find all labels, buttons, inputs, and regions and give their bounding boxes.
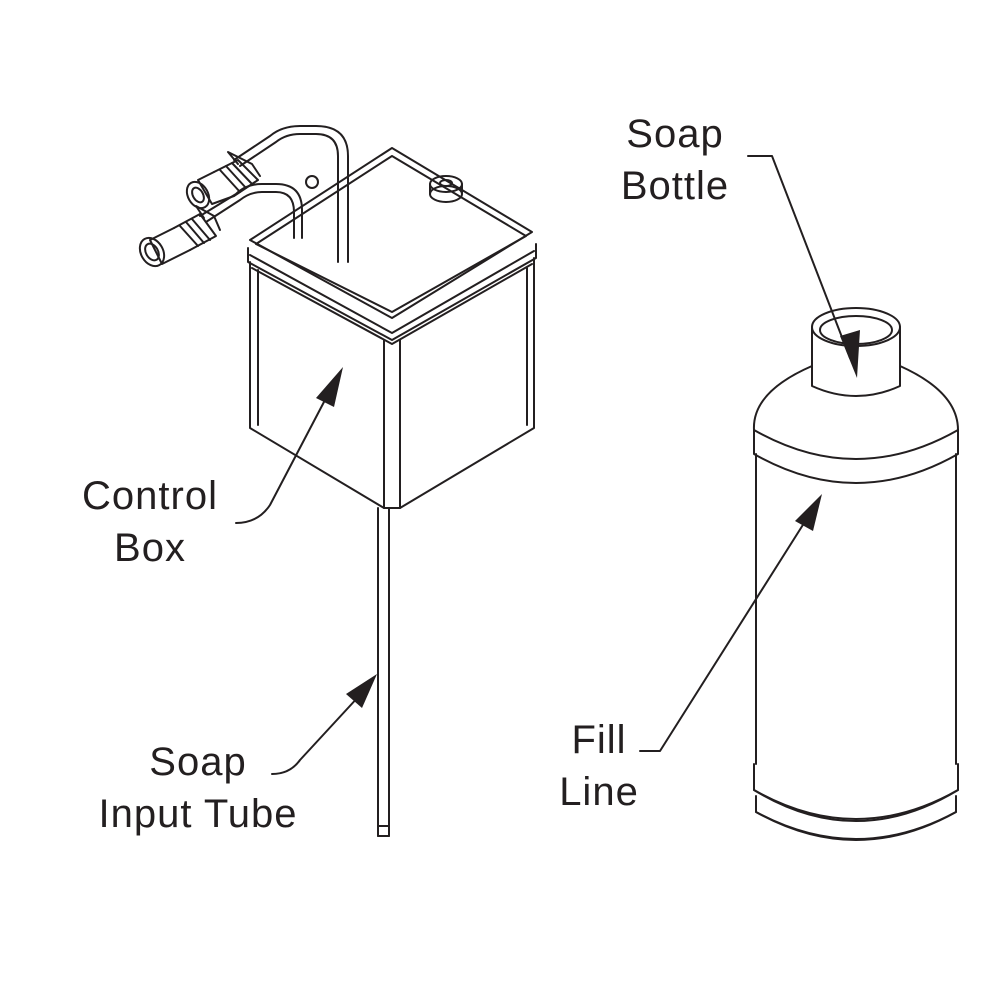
- hose-upper: [233, 125, 349, 263]
- soap-bottle: [752, 307, 959, 841]
- leader-fill-line: [639, 494, 822, 752]
- connector-lower: [138, 205, 221, 268]
- leader-soap-input-tube: [271, 674, 377, 775]
- soap-input-tube-label-line1: Soap: [149, 740, 247, 784]
- bottle-fill-line: [753, 429, 959, 484]
- leader-control-box: [235, 367, 343, 524]
- fill-line-label: Fill Line: [544, 714, 654, 818]
- soap-input-tube-label-line2: Input Tube: [98, 792, 298, 836]
- control-box-label-line1: Control: [82, 474, 218, 518]
- fill-line-label-line1: Fill: [571, 718, 627, 762]
- leader-soap-bottle: [747, 155, 860, 378]
- hose-lower: [199, 183, 303, 239]
- connector-upper: [185, 151, 261, 210]
- fill-line-label-line2: Line: [559, 770, 639, 814]
- soap-bottle-label-line1: Soap: [626, 112, 724, 156]
- soap-input-tube-label: Soap Input Tube: [66, 736, 330, 840]
- control-box-knob: [429, 175, 463, 203]
- soap-input-tube: [377, 507, 390, 837]
- control-box-lid: [249, 147, 533, 319]
- control-box-label: Control Box: [62, 470, 238, 574]
- control-box: [247, 147, 537, 509]
- soap-bottle-label: Soap Bottle: [600, 108, 750, 212]
- control-box-label-line2: Box: [114, 526, 186, 570]
- soap-bottle-label-line2: Bottle: [620, 164, 730, 208]
- control-box-body: [249, 257, 535, 509]
